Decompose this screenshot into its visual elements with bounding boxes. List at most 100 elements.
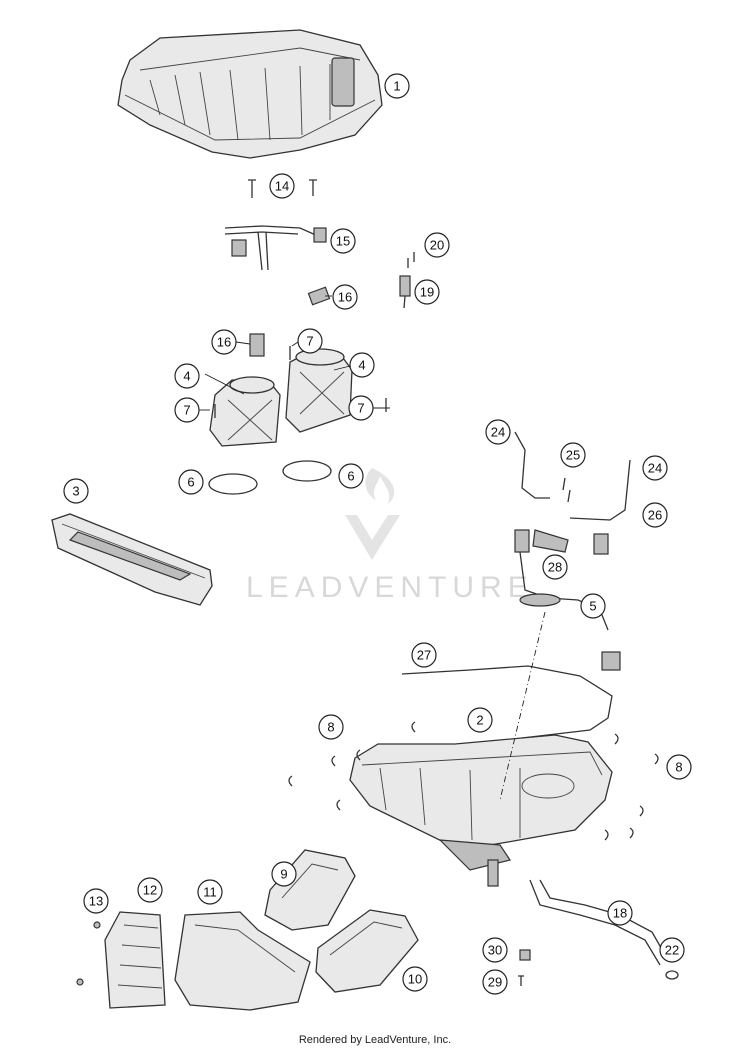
callout-label: 20 [430,238,444,253]
callout-label: 24 [491,425,505,440]
callout-label: 16 [217,335,231,350]
callout-29: 29 [482,969,508,995]
callout-label: 6 [347,469,354,484]
callout-14: 14 [269,173,295,199]
callout-label: 7 [357,401,364,416]
callout-10: 10 [402,966,428,992]
callout-label: 25 [566,448,580,463]
leadventure-watermark: LEADVENTURE [246,468,534,604]
callout-label: 13 [89,894,103,909]
callout-24-right: 24 [642,455,668,481]
callout-9: 9 [271,861,297,887]
callout-15: 15 [330,228,356,254]
callout-25: 25 [560,442,586,468]
callout-label: 18 [613,906,627,921]
callout-18: 18 [607,900,633,926]
callout-label: 22 [665,943,679,958]
callout-30: 30 [482,937,508,963]
part-clamp-22 [665,970,679,980]
callout-28: 28 [542,554,568,580]
part-screws-20 [407,252,415,268]
callout-label: 8 [675,760,682,775]
part-injector-16-upper [307,286,331,306]
callout-2: 2 [467,707,493,733]
callout-label: 3 [72,484,79,499]
callout-label: 4 [358,358,365,373]
callout-11: 11 [197,879,223,905]
part-fitting-30 [519,949,531,961]
callout-label: 6 [187,475,194,490]
part-throttle-body-left [209,376,281,447]
callout-label: 5 [589,599,596,614]
callout-label: 16 [338,290,352,305]
callout-19: 19 [414,279,440,305]
callout-label: 4 [183,369,190,384]
callout-22: 22 [659,937,685,963]
callout-label: 10 [408,972,422,987]
callout-7-right: 7 [348,395,374,421]
callout-26: 26 [642,502,668,528]
callout-8-right: 8 [666,754,692,780]
part-screws-7 [214,346,387,418]
callout-label: 7 [183,403,190,418]
callout-label: 9 [280,867,287,882]
callout-label: 26 [648,508,662,523]
callout-13: 13 [83,888,109,914]
callout-label: 7 [306,334,313,349]
callout-5: 5 [580,593,606,619]
callout-label: 27 [417,648,431,663]
part-throttle-body-right [285,348,353,433]
callout-label: 12 [143,883,157,898]
leader-lines [196,295,390,411]
callout-label: 14 [275,179,289,194]
part-intake-duct-10 [315,909,419,993]
part-injector-16-lower [249,333,265,357]
part-o-rings [208,460,332,495]
callout-6-left: 6 [178,469,204,495]
callout-12: 12 [137,877,163,903]
callout-7-left: 7 [174,397,200,423]
part-drain-hose-18 [487,859,669,966]
render-credit-footer: Rendered by LeadVenture, Inc. [298,1034,452,1046]
part-fuel-line [224,225,327,271]
part-wiring-harness [514,431,631,671]
part-pre-filter-12 [104,911,166,1009]
callout-label: 30 [488,943,502,958]
callout-label: 1 [393,79,400,94]
part-air-filter [51,513,213,606]
callout-3: 3 [63,478,89,504]
callout-16-upper: 16 [332,284,358,310]
callout-4-left: 4 [174,363,200,389]
callout-label: 2 [476,713,483,728]
callout-label: 8 [327,720,334,735]
callouts: 1 14 15 20 16 19 16 7 4 4 7 7 6 6 3 24 2… [63,73,692,995]
part-nuts-13 [76,921,101,986]
callout-7-upper: 7 [297,328,323,354]
part-intake-duct-9 [264,849,356,931]
part-airbox-housing [349,734,613,871]
callout-label: 15 [336,234,350,249]
callout-label: 24 [648,461,662,476]
callout-24-left: 24 [485,419,511,445]
callout-label: 11 [203,885,217,900]
callout-20: 20 [424,232,450,258]
callout-label: 29 [488,975,502,990]
callout-16-lower: 16 [211,329,237,355]
watermark-brand-text: LEADVENTURE [246,571,534,604]
part-intake-snorkel-11 [174,911,311,1011]
part-vent-tube [401,665,613,739]
callout-1: 1 [384,73,410,99]
part-sensor-19 [399,275,411,309]
callout-4-right: 4 [349,352,375,378]
callout-6-right: 6 [338,463,364,489]
part-clips [288,721,659,841]
callout-8-left: 8 [318,714,344,740]
callout-27: 27 [411,642,437,668]
part-screw-29 [518,975,524,986]
callout-label: 19 [420,285,434,300]
callout-label: 28 [548,560,562,575]
part-screws-14 [248,179,317,198]
part-airbox-cover [117,29,383,159]
assembly-axis-line [499,611,546,801]
